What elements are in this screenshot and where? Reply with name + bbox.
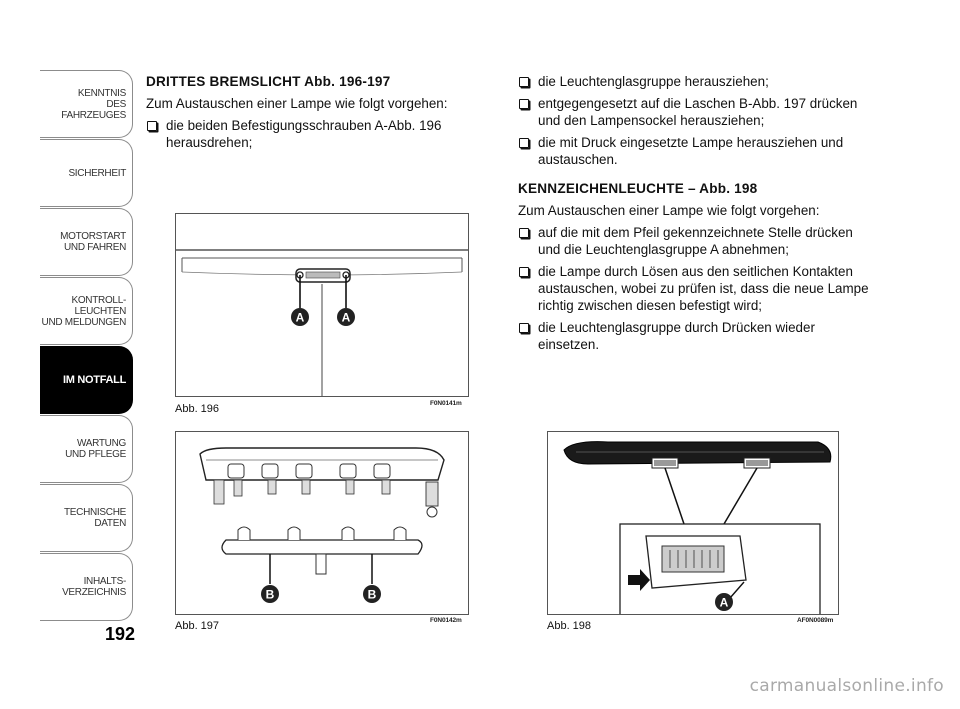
section-heading-third-brake-light: DRITTES BREMSLICHT Abb. 196-197 [146,74,391,89]
tab-kenntnis-des-fahrzeuges[interactable]: KENNTNIS DES FAHRZEUGES [40,70,133,138]
step-item: die mit Druck eingesetzte Lampe herauszi… [518,134,878,168]
section-heading-license-plate-light: KENNZEICHENLEUCHTE – Abb. 198 [518,181,758,196]
tab-wartung-und-pflege[interactable]: WARTUNG UND PFLEGE [40,415,133,483]
watermark-text: carmanualsonline.info [749,676,944,696]
callout-a-lamp-glass [715,593,733,611]
tab-kontrollleuchten-und-meldungen[interactable]: KONTROLL- LEUCHTEN UND MELDUNGEN [40,277,133,345]
step-item: die beiden Befestigungsschrauben A-Abb. … [146,117,471,151]
callout-b-left-label: B [266,588,275,602]
tab-label: IM NOTFALL [63,373,126,386]
callout-b-right-label: B [368,588,377,602]
callout-b-left [261,585,279,603]
tab-label: KONTROLL- LEUCHTEN UND MELDUNGEN [41,294,127,328]
callout-a-lamp-glass-label: A [720,596,729,610]
tab-technische-daten[interactable]: TECHNISCHE DATEN [40,484,133,552]
figure-197-image: B B [175,431,469,615]
figure-198-code: AF0N0089m [797,617,834,624]
callout-a-right [337,308,355,326]
page-number: 192 [104,624,136,644]
tab-label: INHALTS- VERZEICHNIS [62,576,126,598]
tab-label: TECHNISCHE DATEN [63,507,126,529]
intro-paragraph: Zum Austauschen einer Lampe wie folgt vo… [146,96,448,111]
figure-196-code: F0N0141m [430,400,462,407]
tab-sicherheit[interactable]: SICHERHEIT [40,139,133,207]
callout-a-right-label: A [342,311,351,325]
press-arrow-icon [628,569,650,591]
step-item: die Leuchtenglasgruppe herausziehen; [518,73,878,90]
left-text-column: DRITTES BREMSLICHT Abb. 196-197 Zum Aust… [146,73,471,156]
figure-197-caption: Abb. 197 [175,620,220,632]
figure-198-image: A [547,431,839,615]
tab-label: MOTORSTART UND FAHREN [60,231,126,253]
tab-inhaltsverzeichnis[interactable]: INHALTS- VERZEICHNIS [40,553,133,621]
third-brake-light-screws-illustration: A A [176,249,468,396]
step-list: die beiden Befestigungsschrauben A-Abb. … [146,117,471,151]
tab-label: SICHERHEIT [68,167,126,179]
callout-a-left-label: A [296,311,305,325]
tab-motorstart-und-fahren[interactable]: MOTORSTART UND FAHREN [40,208,133,276]
callout-b-right [363,585,381,603]
figure-196-caption: Abb. 196 [175,403,220,415]
step-item: die Leuchtenglasgruppe durch Drücken wie… [518,319,878,353]
tab-label: KENNTNIS DES FAHRZEUGES [61,87,126,121]
callout-a-left [291,308,309,326]
step-item: auf die mit dem Pfeil gekennzeichnete St… [518,224,878,258]
tab-label: WARTUNG UND PFLEGE [65,438,126,460]
right-text-column: die Leuchtenglasgruppe herausziehen; ent… [518,73,878,358]
step-item: die Lampe durch Lösen aus den seitlichen… [518,263,878,314]
license-plate-light-illustration: A [563,441,832,614]
brake-light-lamp-holder-illustration: B B [199,447,445,603]
figure-196-image: A A [175,213,469,397]
step-list-continued: die Leuchtenglasgruppe herausziehen; ent… [518,73,878,168]
tab-im-notfall[interactable]: IM NOTFALL [40,346,133,414]
step-item: entgegengesetzt auf die Laschen B-Abb. 1… [518,95,878,129]
step-list: auf die mit dem Pfeil gekennzeichnete St… [518,224,878,353]
figure-197-code: F0N0142m [430,617,462,624]
figure-198-caption: Abb. 198 [547,620,592,632]
intro-paragraph: Zum Austauschen einer Lampe wie folgt vo… [518,203,820,218]
